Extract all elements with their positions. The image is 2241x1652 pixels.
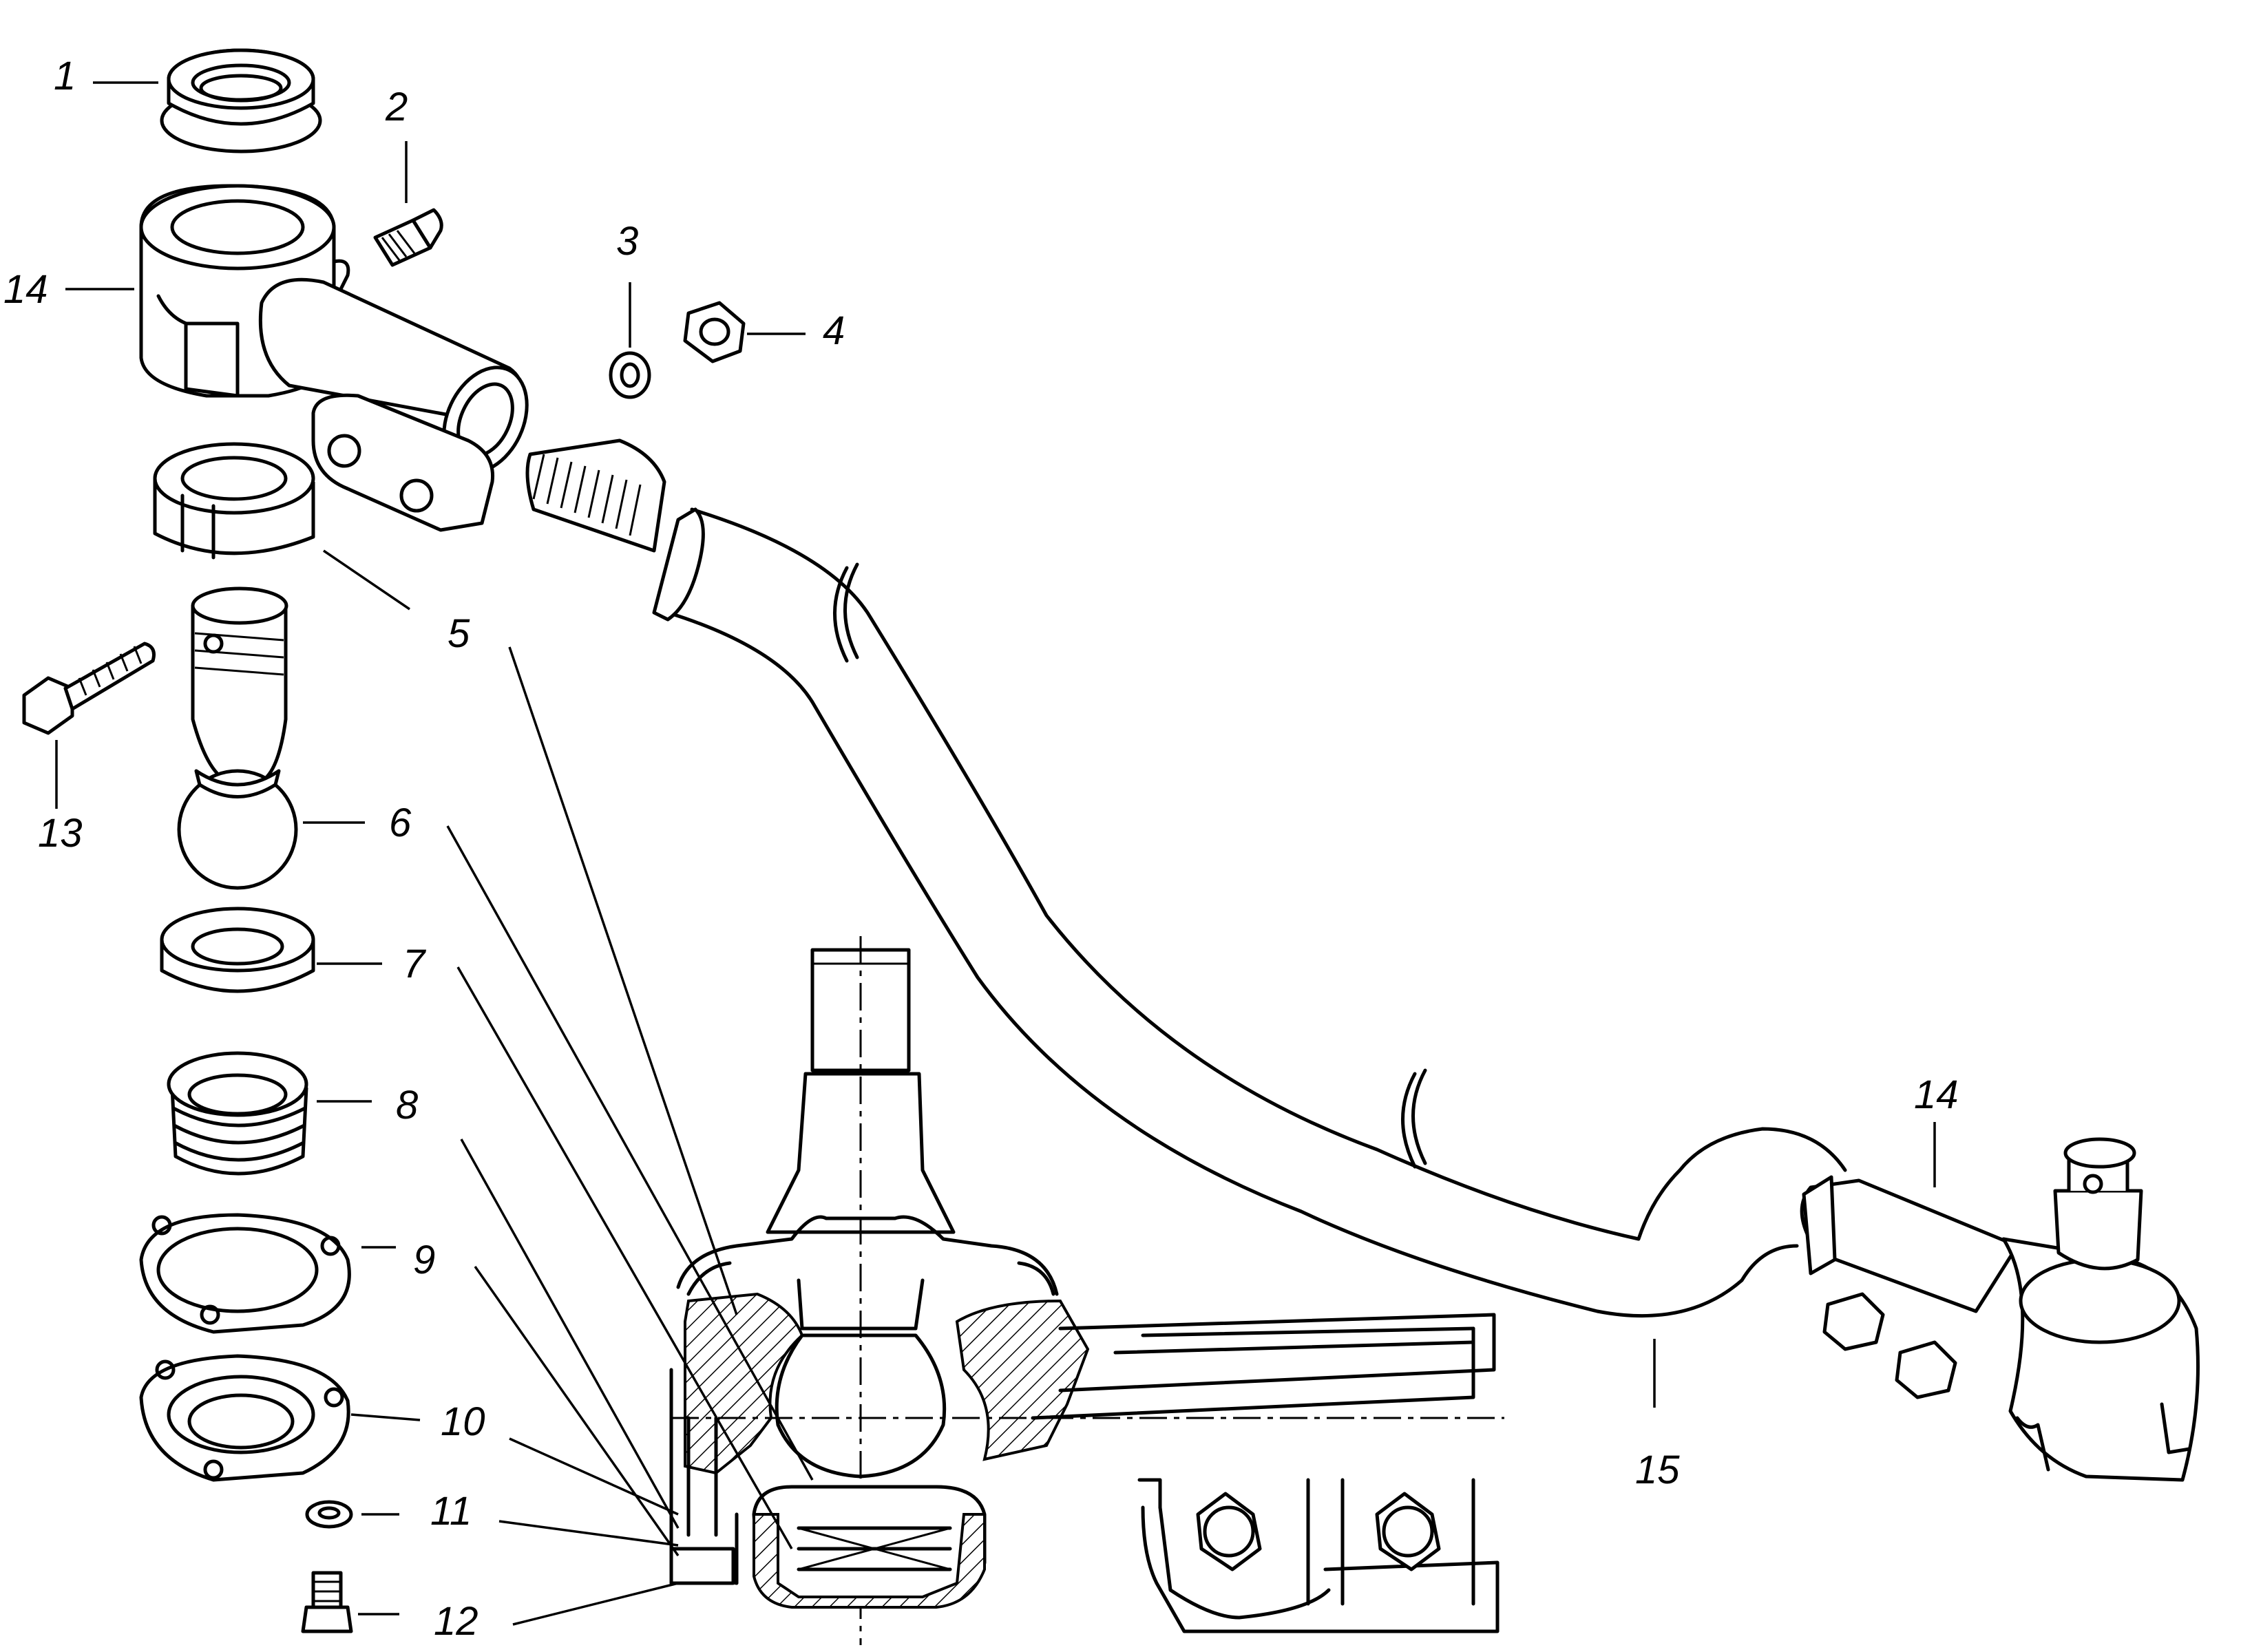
label-1: 1	[54, 54, 76, 98]
part-4-nut	[683, 301, 746, 363]
label-12: 12	[434, 1599, 478, 1644]
part-8-spring	[167, 1051, 308, 1176]
leader-8b	[460, 1139, 680, 1529]
sectional-view	[669, 936, 1504, 1645]
part-11-washer	[305, 1500, 353, 1529]
leader-7b	[456, 966, 793, 1549]
label-5: 5	[448, 611, 470, 656]
label-15: 15	[1635, 1448, 1680, 1492]
part-13-bolt	[22, 642, 156, 735]
label-4: 4	[823, 308, 845, 353]
part-6-ball-stud	[177, 586, 298, 890]
part-2-grease-fitting	[373, 208, 443, 267]
label-14b: 14	[1914, 1072, 1959, 1117]
part-14-right-assembly	[1800, 1137, 2200, 1482]
part-14-left-housing	[139, 184, 529, 532]
leader-9b	[474, 1265, 680, 1557]
label-7: 7	[403, 942, 427, 986]
part-15-tie-rod	[525, 438, 1847, 1318]
leader-5	[323, 549, 410, 611]
part-1-cap	[160, 48, 322, 153]
part-7-lower-insert	[160, 907, 315, 993]
part-12-screw	[301, 1571, 353, 1633]
label-2: 2	[385, 85, 408, 129]
leader-6b	[446, 825, 814, 1481]
label-11: 11	[430, 1489, 472, 1534]
label-14a: 14	[3, 267, 48, 312]
part-3-lock-washer	[609, 351, 651, 399]
label-13: 13	[38, 811, 83, 856]
label-8: 8	[396, 1083, 418, 1127]
label-9: 9	[413, 1238, 435, 1282]
leader-11b	[498, 1520, 679, 1547]
leader-10b	[509, 1437, 679, 1516]
part-9-gasket	[139, 1213, 351, 1334]
part-10-cover	[139, 1354, 350, 1482]
leader-5b	[508, 646, 738, 1315]
part-5-insert	[153, 442, 315, 560]
leader-12b	[512, 1582, 679, 1626]
label-6: 6	[389, 801, 412, 845]
leader-10	[350, 1413, 421, 1421]
label-10: 10	[441, 1399, 485, 1444]
leader-lines	[55, 81, 1936, 1626]
part-labels: 1 2 14 3 4 5 13 6 7 8 9 10 11 12 14 15	[3, 54, 1959, 1644]
label-3: 3	[616, 219, 638, 264]
